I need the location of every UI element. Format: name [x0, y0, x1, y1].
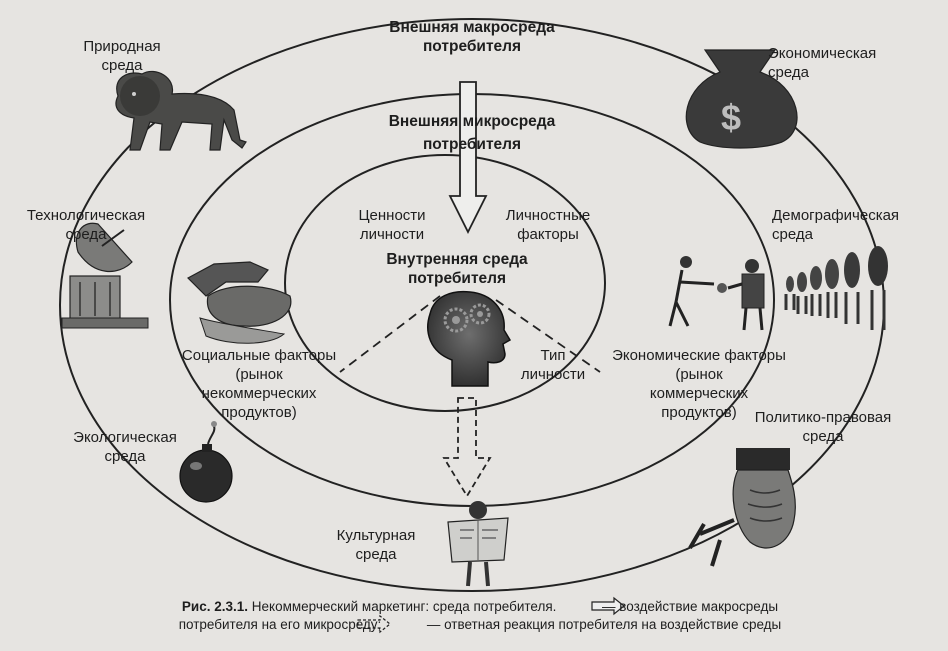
fist-holding-figure-icon: [688, 448, 796, 567]
consumer-response-arrow: [442, 397, 492, 498]
bomb-icon: [179, 421, 233, 503]
crowd-icon: [784, 246, 888, 330]
caption-line-2-text: потребителя на его микросреду;: [178, 617, 382, 632]
caption-line-2: потребителя на его микросреду; — ответна…: [30, 616, 930, 634]
caption-line-2-tail: — ответная реакция потребителя на воздей…: [426, 617, 782, 632]
lion-icon: [115, 70, 247, 151]
money-bag-icon: $: [685, 49, 798, 149]
macro-title: Внешняя макросреда потребителя: [389, 19, 555, 55]
economic-factors-label: Экономические факторы (рынок коммерчески…: [612, 347, 786, 421]
caption-line-1: Рис. 2.3.1. Некоммерческий маркетинг: ср…: [30, 598, 930, 616]
buyer-seller-figures-icon: [668, 256, 765, 331]
social-factors-label: Социальные факторы (рынок некоммерческих…: [181, 347, 337, 421]
hands-exchange-icon: [187, 261, 292, 344]
economic-factor-connector: [495, 299, 601, 373]
satellite-dish-icon: [61, 222, 149, 329]
reader-figure-icon: [447, 501, 509, 587]
legend-dashed-arrow: [357, 614, 391, 634]
legend-solid-arrow: [591, 596, 625, 616]
caption-line-1-tail: — воздействие макросреды: [601, 599, 779, 614]
social-factor-connector: [339, 295, 441, 373]
figure-caption: Рис. 2.3.1. Некоммерческий маркетинг: ср…: [30, 598, 930, 634]
head-gears-icon: [427, 290, 512, 387]
macro-influence-arrow: [448, 81, 488, 235]
svg-text:$: $: [721, 97, 741, 138]
caption-line-1-text: Некоммерческий маркетинг: среда потребит…: [251, 599, 557, 614]
inner-title: Внутренняя среда потребителя: [386, 251, 528, 287]
inner-environment-ellipse: [284, 154, 606, 412]
figure-label: Рис. 2.3.1.: [181, 599, 249, 614]
micro-title: Внешняя микросреда потребителя: [388, 113, 556, 153]
